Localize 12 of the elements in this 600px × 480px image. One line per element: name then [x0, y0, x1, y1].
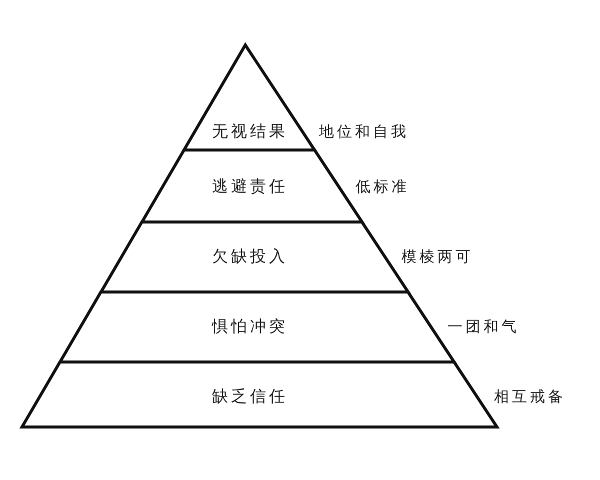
- side-note: 模棱两可: [401, 248, 474, 266]
- pyramid-tier: [60, 292, 454, 362]
- tier-label: 无视结果: [212, 122, 288, 142]
- pyramid-apex: [184, 45, 314, 150]
- tier-label: 缺乏信任: [212, 386, 288, 408]
- tier-label: 欠缺投入: [212, 246, 288, 268]
- side-note: 低标准: [355, 178, 410, 196]
- tier-label: 逃避责任: [212, 176, 288, 198]
- side-note: 地位和自我: [318, 122, 409, 142]
- side-note: 相互戒备: [494, 388, 566, 406]
- tier-label: 惧怕冲突: [212, 316, 288, 338]
- side-note: 一团和气: [448, 318, 520, 336]
